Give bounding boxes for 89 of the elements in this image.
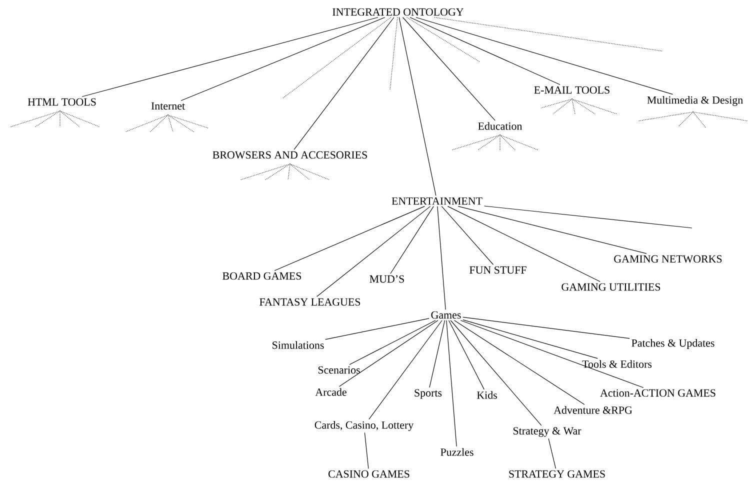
category-label: Simulations: [272, 341, 324, 349]
connector-line: [416, 17, 674, 95]
category-label: Sports: [414, 389, 442, 399]
category-label: GAMING NETWORKS: [614, 255, 722, 263]
dotted-line: [290, 164, 310, 180]
dotted-line: [60, 110, 80, 128]
connector-line: [402, 17, 496, 121]
dotted-line: [168, 114, 194, 132]
connector-line: [316, 206, 431, 297]
category-label: INTEGRATED ONTOLOGY: [332, 8, 464, 16]
connector-line: [398, 17, 436, 196]
category-label: Patches & Updates: [632, 339, 714, 349]
connector-line: [338, 320, 438, 387]
connector-line: [82, 17, 378, 97]
dotted-line: [692, 112, 706, 128]
category-label: Strategy & War: [513, 427, 582, 437]
connector-line: [447, 206, 600, 282]
dotted-line: [240, 164, 290, 180]
connector-line: [484, 206, 692, 228]
connector-line: [462, 316, 630, 339]
category-label: Kids: [476, 391, 497, 399]
connector-line: [390, 206, 434, 274]
connector-line: [180, 17, 386, 101]
category-label: CASINO GAMES: [328, 470, 410, 478]
connector-line: [441, 206, 494, 265]
connector-line: [462, 320, 598, 359]
dotted-line: [540, 98, 572, 108]
dotted-line: [150, 114, 168, 132]
category-label: FANTASY LEAGUES: [260, 298, 360, 306]
dotted-line: [552, 98, 572, 114]
dotted-line: [678, 112, 694, 126]
category-label: HTML TOOLS: [28, 98, 96, 106]
category-label: Puzzles: [440, 448, 474, 456]
category-label: FUN STUFF: [470, 266, 526, 274]
category-label: Games: [431, 311, 461, 319]
category-label: Arcade: [315, 388, 346, 396]
category-label: GAMING UTILITIES: [562, 283, 660, 291]
dotted-line: [500, 134, 516, 150]
connector-line: [325, 318, 430, 340]
dotted-line: [168, 114, 208, 128]
connector-line: [446, 320, 457, 447]
dotted-line: [638, 112, 694, 122]
dotted-line: [572, 98, 596, 114]
connector-line: [429, 320, 446, 388]
dotted-line: [282, 17, 392, 98]
connector-line: [450, 320, 542, 426]
category-label: BOARD GAMES: [222, 272, 302, 280]
connector-line: [548, 438, 556, 469]
connector-line: [349, 320, 436, 365]
category-label: Cards, Casino, Lottery: [314, 421, 414, 431]
category-label: Education: [478, 122, 522, 130]
connector-line: [437, 206, 446, 310]
category-label: ENTERTAINMENT: [392, 197, 482, 205]
dotted-line: [288, 164, 290, 180]
dotted-line: [60, 110, 100, 128]
connector-line: [294, 17, 394, 150]
dotted-line: [264, 164, 290, 180]
category-label: Action-ACTION GAMES: [600, 389, 716, 397]
dotted-line: [168, 114, 174, 132]
connector-line: [460, 320, 644, 388]
connector-line: [368, 320, 442, 420]
category-label: Scenarios: [318, 366, 360, 374]
dotted-line: [34, 110, 60, 128]
dotted-line: [406, 17, 480, 62]
category-label: Adventure &RPG: [554, 406, 632, 414]
category-label: BROWSERS AND ACCESORIES: [212, 151, 367, 159]
dotted-line: [290, 164, 330, 180]
category-label: Tools & Editors: [582, 360, 652, 368]
connector-line: [448, 320, 484, 390]
dotted-line: [572, 98, 576, 114]
dotted-line: [478, 134, 500, 150]
category-label: E-MAIL TOOLS: [534, 86, 610, 94]
dotted-line: [452, 134, 500, 150]
dotted-line: [692, 112, 748, 122]
category-label: STRATEGY GAMES: [509, 470, 605, 478]
connector-line: [364, 432, 369, 469]
dotted-line: [434, 17, 662, 52]
connector-line: [274, 206, 425, 271]
category-label: MUD’S: [370, 275, 404, 283]
connector-line: [410, 17, 560, 85]
dotted-line: [500, 134, 538, 150]
connector-line: [458, 206, 647, 254]
dotted-line: [572, 98, 618, 114]
dotted-line: [124, 114, 168, 132]
dotted-line: [390, 17, 398, 90]
category-label: Internet: [151, 102, 185, 110]
category-label: Multimedia & Design: [647, 96, 743, 106]
connector-line: [454, 320, 585, 405]
dotted-line: [10, 110, 60, 128]
